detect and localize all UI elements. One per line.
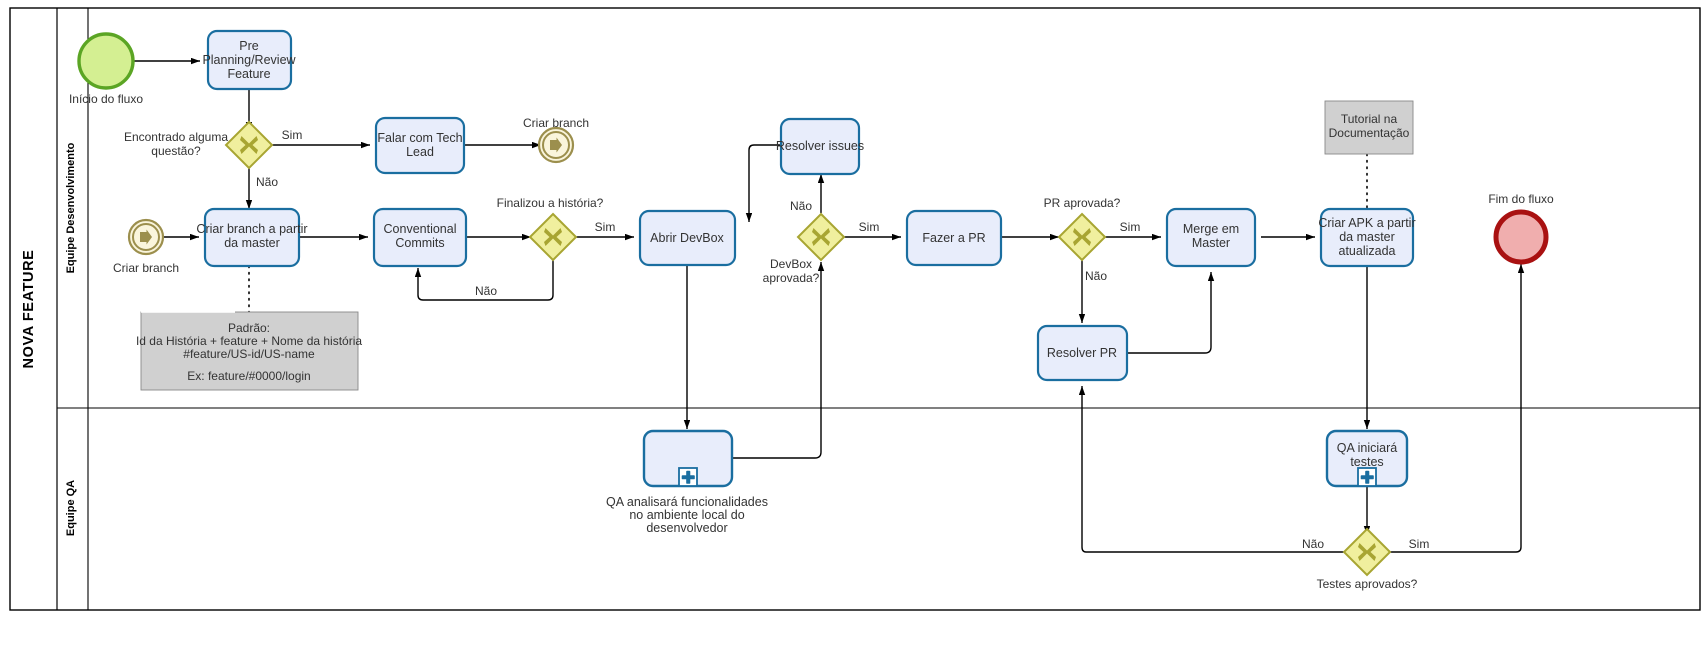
- exclusive-cross-icon: [544, 228, 562, 246]
- lane-label-qa: Equipe QA: [65, 480, 77, 536]
- annotation-line: Documentação: [1329, 126, 1410, 140]
- exclusive-cross-icon: [1073, 228, 1091, 246]
- flow-label-g1-nao: Não: [256, 175, 278, 189]
- flow-label-g1-sim: Sim: [282, 128, 303, 142]
- task-label: Resolver PR: [1047, 346, 1117, 360]
- flow-label-g3-sim: Sim: [859, 220, 880, 234]
- flow-label-g2-nao: Não: [475, 284, 497, 298]
- associations: [248, 153, 1368, 313]
- event-label-start: Início do fluxo: [69, 92, 143, 106]
- pool-container: NOVA FEATURE: [9, 7, 1701, 611]
- task-resolver-issues[interactable]: Resolver issues: [776, 117, 864, 176]
- gateway-label: DevBox: [770, 257, 812, 271]
- flow-label-g5-sim: Sim: [1409, 537, 1430, 551]
- gateway-testes-aprovados[interactable]: Testes aprovados?: [1317, 527, 1418, 591]
- gateway-label: questão?: [151, 144, 201, 158]
- task-criar-branch-a-partir-da-master[interactable]: Criar branch a partir da master: [196, 207, 308, 268]
- task-pre-planning-review-feature[interactable]: Pre Planning/Review Feature: [202, 29, 297, 91]
- exclusive-cross-icon: [812, 228, 830, 246]
- task-label: Resolver issues: [776, 139, 864, 153]
- task-conventional-commits[interactable]: Conventional Commits: [372, 207, 468, 268]
- gateway-encontrado-alguma-questao[interactable]: Encontrado alguma questão?: [124, 120, 274, 170]
- task-label: da master: [1339, 230, 1395, 244]
- flow-label-g4-sim: Sim: [1120, 220, 1141, 234]
- task-falar-com-tech-lead[interactable]: Falar com Tech Lead: [374, 116, 466, 175]
- task-label: Fazer a PR: [922, 231, 985, 245]
- sequence-flows: [134, 57, 1525, 553]
- subprocess-label: desenvolvedor: [646, 521, 727, 535]
- annotation-line: Ex: feature/#0000/login: [187, 369, 310, 383]
- subprocess-label: QA iniciará: [1337, 441, 1397, 455]
- annotation-padrao: Padrão: Id da História + feature + Nome …: [136, 311, 362, 391]
- pool-label: NOVA FEATURE: [21, 250, 37, 369]
- message-send-arrow-icon: [140, 229, 152, 245]
- task-label: da master: [224, 236, 280, 250]
- lane-dev: Equipe Desenvolvimento: [57, 8, 1700, 610]
- event-intermediate-criar-branch-left[interactable]: Criar branch: [113, 218, 179, 275]
- annotation-tutorial-documentacao: Tutorial na Documentação: [1324, 100, 1414, 155]
- task-label: Conventional: [384, 222, 457, 236]
- gateway-label: Finalizou a história?: [497, 196, 604, 210]
- exclusive-cross-icon: [1358, 543, 1376, 561]
- task-label: Master: [1192, 236, 1230, 250]
- lane-qa: Equipe QA: [65, 480, 77, 536]
- flow-label-g2-sim: Sim: [595, 220, 616, 234]
- task-label: Planning/Review: [202, 53, 296, 67]
- lane-label-dev: Equipe Desenvolvimento: [65, 142, 77, 273]
- gateway-finalizou-a-historia[interactable]: Finalizou a história?: [497, 196, 604, 262]
- subprocess-qa-analisara-funcionalidades[interactable]: QA analisará funcionalidades no ambiente…: [606, 429, 768, 535]
- subprocess-label: testes: [1350, 455, 1383, 469]
- flow-label-g3-nao: Não: [790, 199, 812, 213]
- subprocess-label: QA analisará funcionalidades: [606, 495, 768, 509]
- gateway-devbox-aprovada[interactable]: DevBox aprovada?: [763, 212, 846, 285]
- task-label: Criar APK a partir: [1318, 216, 1415, 230]
- task-fazer-a-pr[interactable]: Fazer a PR: [905, 209, 1003, 267]
- event-label-criar-branch-top: Criar branch: [523, 116, 589, 130]
- message-send-arrow-icon: [550, 137, 562, 153]
- subprocess-qa-iniciara-testes[interactable]: QA iniciará testes: [1325, 429, 1409, 488]
- task-label: Abrir DevBox: [650, 231, 724, 245]
- task-label: Falar com Tech: [377, 131, 462, 145]
- plus-marker-icon: [678, 467, 698, 487]
- task-resolver-pr[interactable]: Resolver PR: [1036, 324, 1129, 382]
- flow-labels: Sim Não Sim Não Não Sim Sim Não Não Sim: [256, 128, 1429, 551]
- task-label: Merge em: [1183, 222, 1239, 236]
- flow-label-g4-nao: Não: [1085, 269, 1107, 283]
- gateway-label: Encontrado alguma: [124, 130, 228, 144]
- exclusive-cross-icon: [240, 136, 258, 154]
- gateway-label: PR aprovada?: [1044, 196, 1121, 210]
- plus-marker-icon: [1357, 467, 1377, 487]
- task-label: Criar branch a partir: [196, 222, 307, 236]
- task-label: Feature: [227, 67, 270, 81]
- task-label: Commits: [395, 236, 444, 250]
- task-label: Lead: [406, 145, 434, 159]
- task-abrir-devbox[interactable]: Abrir DevBox: [638, 209, 737, 267]
- event-label-end: Fim do fluxo: [1488, 192, 1554, 206]
- annotation-line: Id da História + feature + Nome da histó…: [136, 334, 362, 348]
- flow-label-g5-nao: Não: [1302, 537, 1324, 551]
- annotation-line: Padrão:: [228, 321, 270, 335]
- event-end-fim-do-fluxo[interactable]: Fim do fluxo: [1488, 192, 1554, 265]
- task-label: Pre: [239, 39, 259, 53]
- task-label: atualizada: [1339, 244, 1396, 258]
- gateway-label: aprovada?: [763, 271, 820, 285]
- event-start-inicio-do-fluxo[interactable]: Início do fluxo: [69, 32, 143, 106]
- task-criar-apk-a-partir-da-master-atualizada[interactable]: Criar APK a partir da master atualizada: [1318, 207, 1416, 268]
- subprocess-label: no ambiente local do: [629, 508, 744, 522]
- annotation-line: Tutorial na: [1341, 112, 1398, 126]
- gateway-pr-aprovada[interactable]: PR aprovada?: [1044, 196, 1121, 262]
- task-merge-em-master[interactable]: Merge em Master: [1165, 207, 1257, 268]
- event-intermediate-criar-branch-top[interactable]: Criar branch: [523, 116, 589, 164]
- annotation-line: #feature/US-id/US-name: [183, 347, 315, 361]
- gateway-label: Testes aprovados?: [1317, 577, 1418, 591]
- event-label-criar-branch-left: Criar branch: [113, 261, 179, 275]
